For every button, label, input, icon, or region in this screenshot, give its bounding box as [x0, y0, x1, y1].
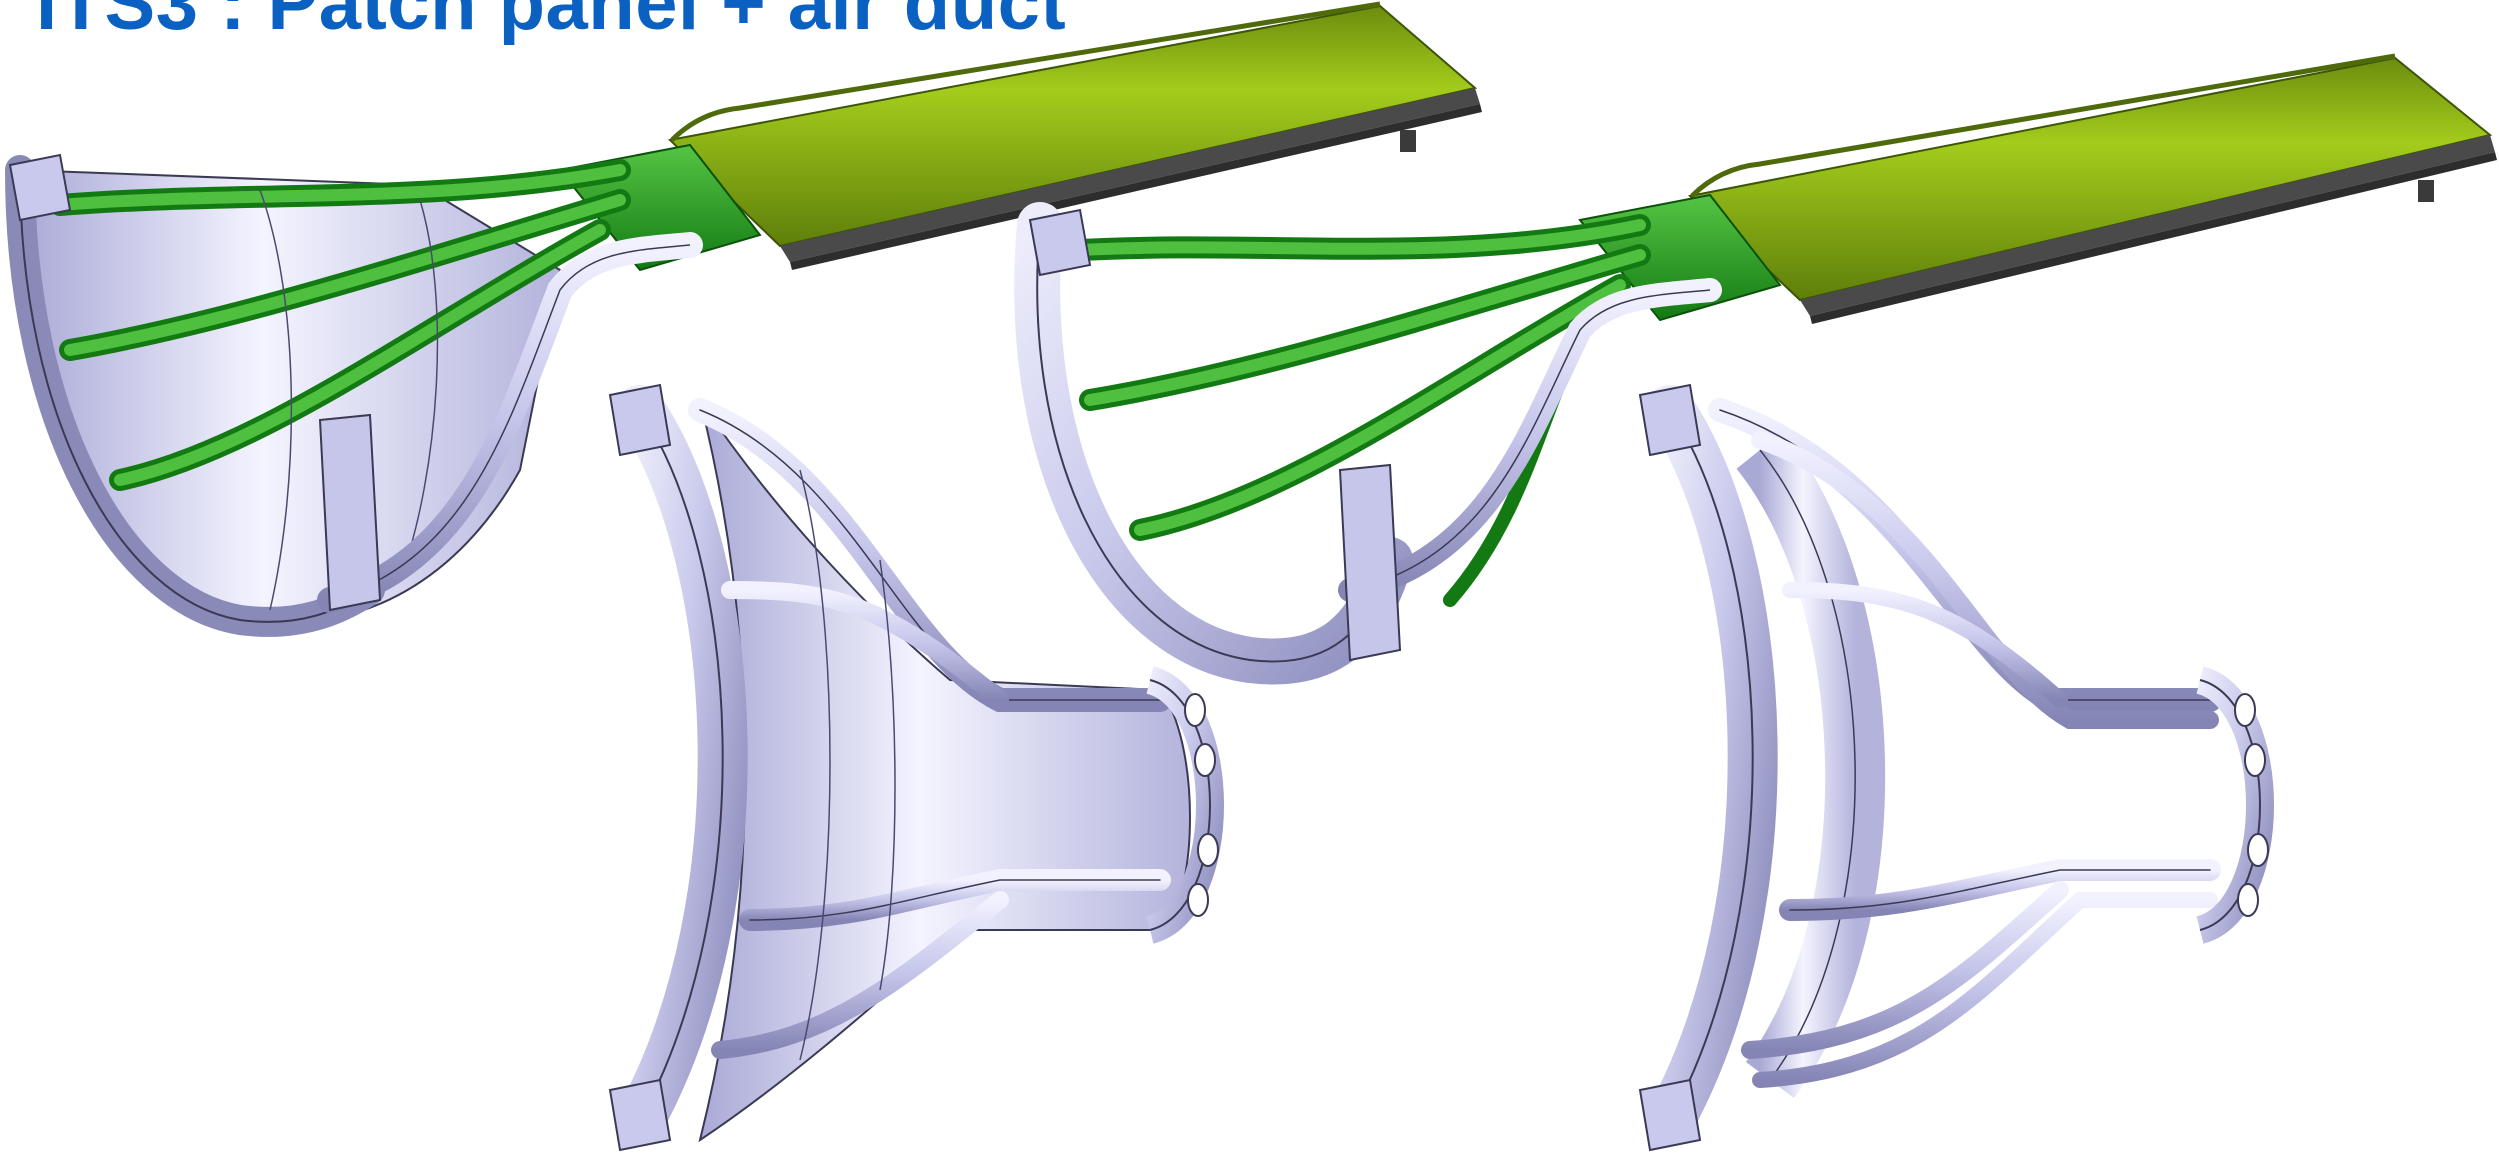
cable-trough: [1687, 53, 2497, 324]
frame-filled-shell: [608, 383, 1224, 1152]
cable-trough: [667, 1, 1482, 270]
green-ducts: [49, 159, 631, 491]
green-ducts: [1069, 214, 1651, 607]
slide-title: ITS3 : Patch panel + air duct: [36, 0, 1067, 46]
assembly-open-frame: [1014, 53, 2497, 685]
assembly-filled-shell: [5, 1, 1482, 637]
frame-open-tubes: [1638, 383, 2274, 1152]
